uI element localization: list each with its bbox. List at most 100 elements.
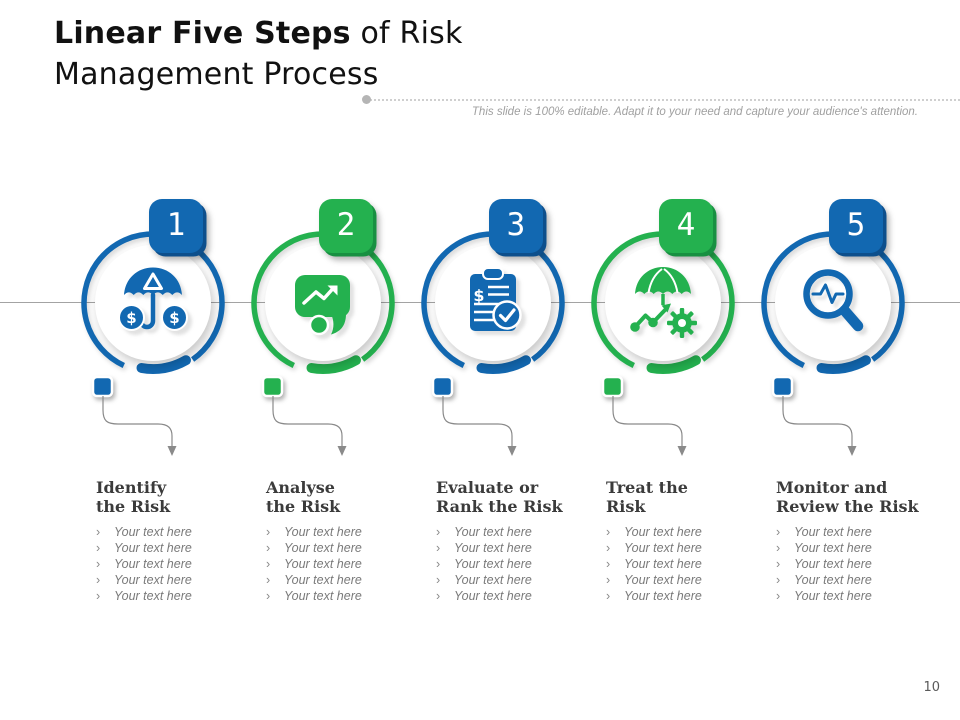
number-badge xyxy=(829,199,887,257)
bullet-text: Your text here xyxy=(794,557,872,571)
placeholder-bullet: › Your text here xyxy=(96,556,244,572)
bullet-text: Your text here xyxy=(454,541,532,555)
circle-ring xyxy=(761,231,905,368)
svg-text:$: $ xyxy=(169,309,179,327)
connector-line xyxy=(612,396,683,447)
connector-square xyxy=(431,375,454,398)
circle-swoosh xyxy=(816,355,871,374)
bullet-text: Your text here xyxy=(794,573,872,587)
bullet-text: Your text here xyxy=(624,525,702,539)
placeholder-bullet: › Your text here xyxy=(776,572,924,588)
step-number: 3 xyxy=(506,207,526,243)
bullet-marker: › xyxy=(96,589,101,603)
step-5-graphic xyxy=(761,199,905,456)
bullet-marker: › xyxy=(266,557,271,571)
step-2-graphic xyxy=(251,199,395,456)
title-separator-dotted-line xyxy=(366,99,960,101)
bullet-marker: › xyxy=(776,541,781,555)
placeholder-bullet: ›Your text here xyxy=(436,572,584,588)
connector-arrow-icon xyxy=(507,446,517,456)
connector-square xyxy=(601,375,624,398)
title-line2: Management Process xyxy=(54,57,379,92)
bullet-marker: › xyxy=(436,573,441,587)
placeholder-bullet: ›Your text here xyxy=(606,540,754,556)
placeholder-bullet: › Your text here xyxy=(776,540,924,556)
circle-ring xyxy=(251,231,395,368)
circle-ring xyxy=(421,231,565,368)
bullet-text: Your text here xyxy=(624,589,702,603)
connector-arrow-icon xyxy=(167,446,177,456)
title-bold-part: Linear Five Steps xyxy=(54,16,351,51)
bullet-marker: › xyxy=(606,541,611,555)
bullet-marker: › xyxy=(436,557,441,571)
bullet-marker: › xyxy=(776,557,781,571)
page-number: 10 xyxy=(923,680,940,695)
bullet-text: Your text here xyxy=(114,557,192,571)
number-badge xyxy=(149,199,207,257)
bullet-text: Your text here xyxy=(284,557,362,571)
bullet-text: Your text here xyxy=(624,557,702,571)
placeholder-bullet: › Your text here xyxy=(96,588,244,604)
connector-arrow-icon xyxy=(337,446,347,456)
placeholder-bullet: › Your text here xyxy=(776,556,924,572)
number-badge xyxy=(489,199,547,257)
circle-swoosh xyxy=(476,355,531,374)
title-regular-part: of Risk xyxy=(350,16,463,51)
step-1-graphic: $ $ xyxy=(81,199,225,456)
bullet-marker: › xyxy=(606,525,611,539)
bullet-text: Your text here xyxy=(114,525,192,539)
placeholder-bullet: ›Your text here xyxy=(266,540,414,556)
step-number: 1 xyxy=(166,207,186,243)
clipboard-check-icon: $ xyxy=(470,267,522,331)
placeholder-bullet: › Your text here xyxy=(436,540,584,556)
bullet-marker: › xyxy=(436,541,441,555)
bullet-text: Your text here xyxy=(284,541,362,555)
page-title: Linear Five Steps of Risk Management Pro… xyxy=(54,13,463,95)
bullet-marker: › xyxy=(96,525,101,539)
bullet-text: Your text here xyxy=(284,525,362,539)
bullet-marker: › xyxy=(266,589,271,603)
placeholder-bullet: › Your text here xyxy=(266,588,414,604)
bullet-text: Your text here xyxy=(114,573,192,587)
connector-square xyxy=(261,375,284,398)
step-number: 5 xyxy=(846,207,866,243)
umbrella-gear-icon xyxy=(630,267,697,338)
bullet-marker: › xyxy=(776,573,781,587)
placeholder-bullet: ›Your text here xyxy=(436,588,584,604)
step-4-graphic xyxy=(591,199,735,456)
bullet-text: Your text here xyxy=(454,525,532,539)
bullet-text: Your text here xyxy=(794,541,872,555)
step-number: 4 xyxy=(676,207,696,243)
placeholder-bullet: ›Your text here xyxy=(606,572,754,588)
bullet-marker: › xyxy=(96,573,101,587)
placeholder-bullet: ›Your text here xyxy=(96,540,244,556)
svg-text:$: $ xyxy=(473,286,484,305)
circle-swoosh xyxy=(136,355,191,374)
placeholder-bullet: ›Your text here xyxy=(436,556,584,572)
circle-swoosh xyxy=(306,355,361,374)
connector-square xyxy=(771,375,794,398)
bullet-marker: › xyxy=(606,557,611,571)
bullet-text: Your text here xyxy=(284,589,362,603)
circle-swoosh xyxy=(646,355,701,374)
placeholder-bullet: › Your text here xyxy=(96,572,244,588)
number-badge xyxy=(659,199,717,257)
bullet-text: Your text here xyxy=(114,589,192,603)
editable-note: This slide is 100% editable. Adapt it to… xyxy=(471,106,918,118)
bullet-marker: › xyxy=(96,557,101,571)
number-badge xyxy=(319,199,377,257)
